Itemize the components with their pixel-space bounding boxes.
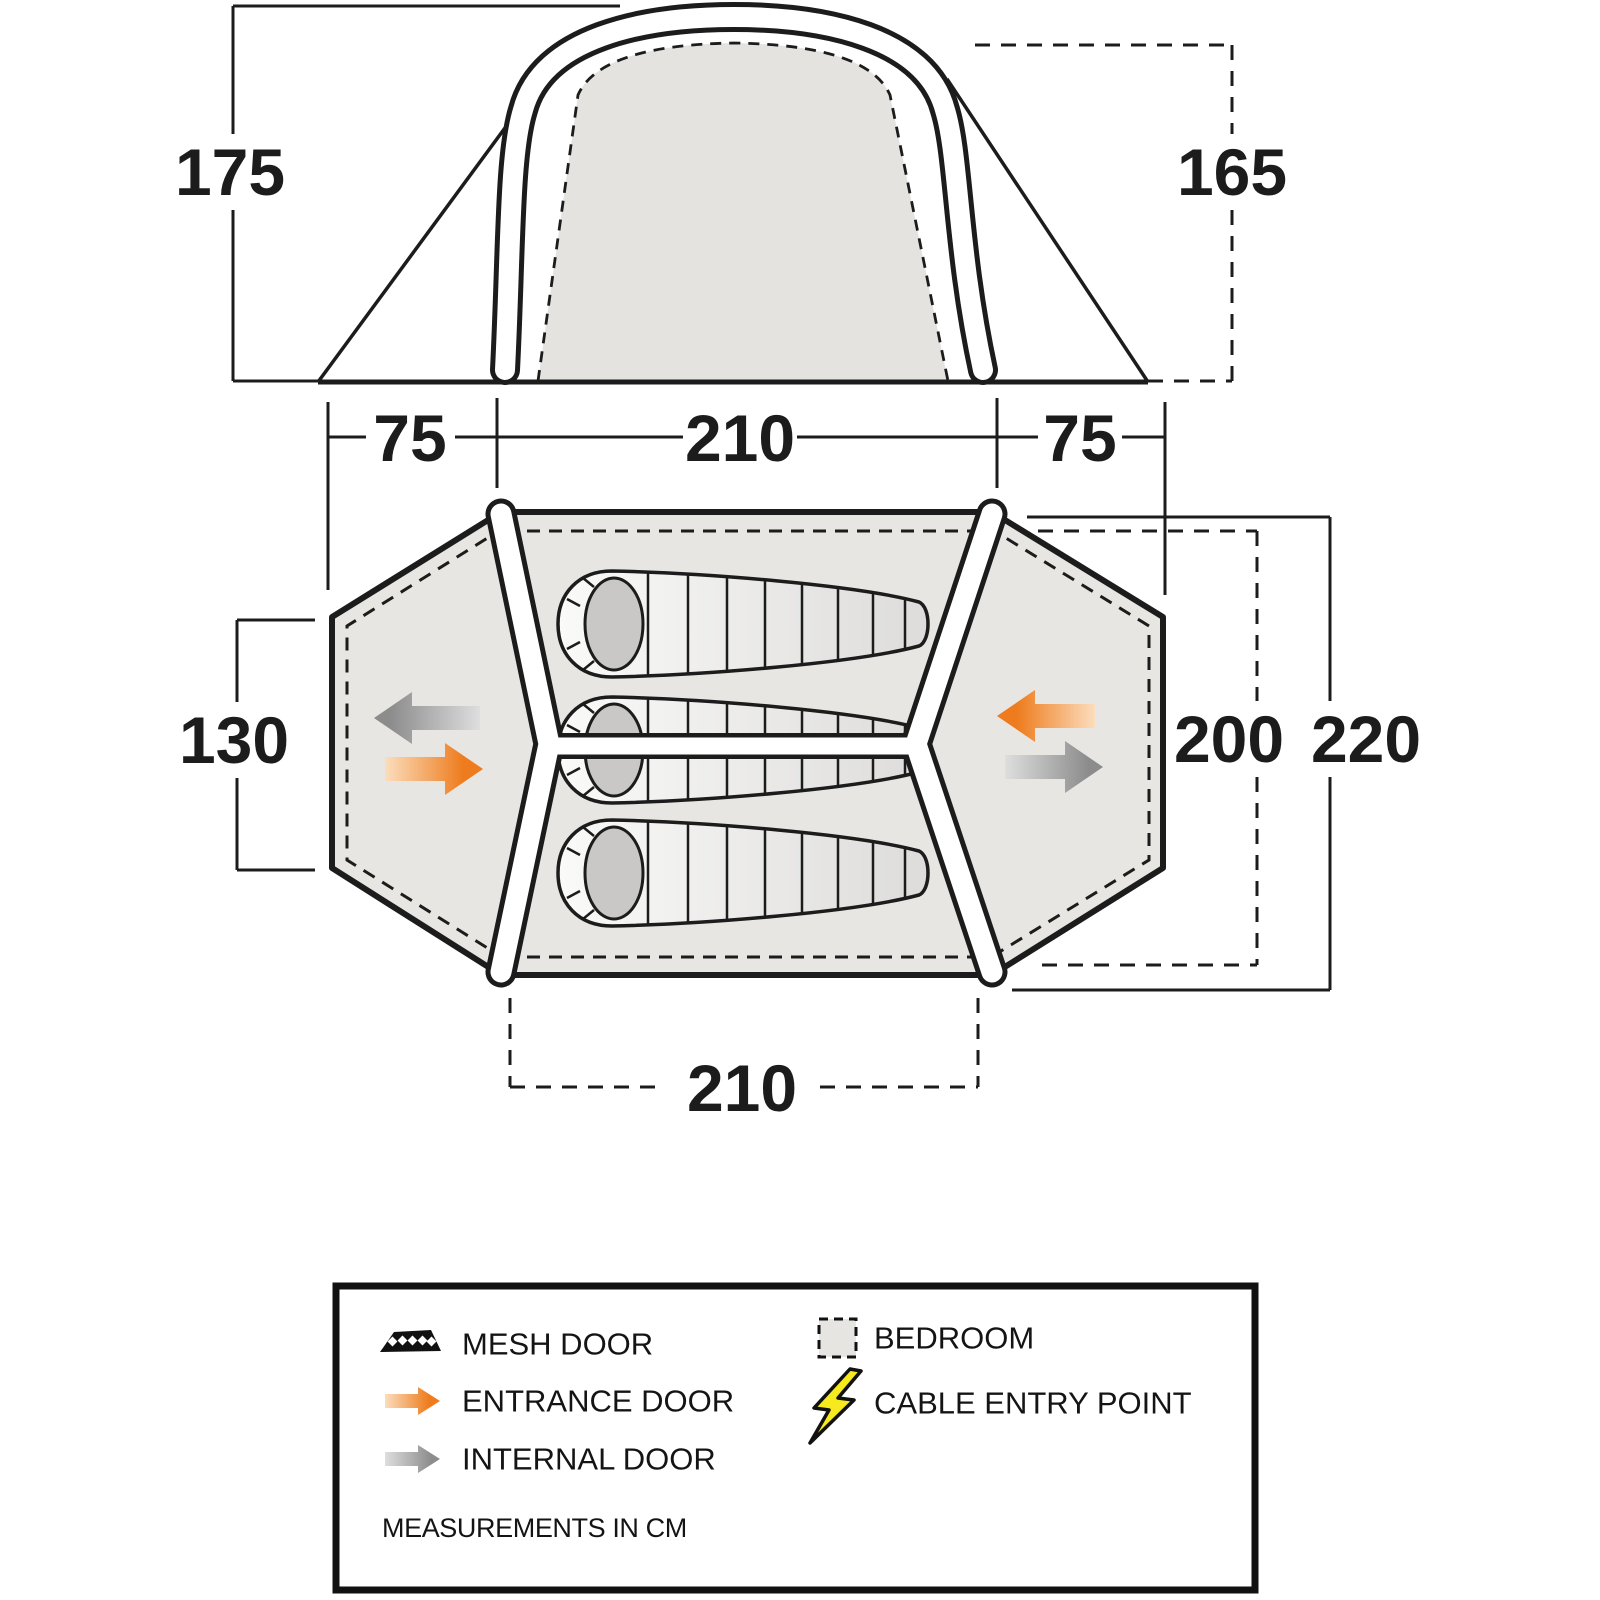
legend-label-cable-entry: CABLE ENTRY POINT	[874, 1386, 1192, 1421]
legend-label-entrance-door: ENTRANCE DOOR	[462, 1384, 734, 1419]
floorplan-view: 130 200 220 210	[179, 498, 1421, 1125]
dim-220-bracket	[1012, 515, 1332, 992]
legend-box	[332, 1282, 1259, 1594]
left-porch-area	[332, 512, 549, 975]
dim-bottom-210: 210	[687, 1051, 797, 1125]
elevation-air-tube	[495, 7, 993, 380]
dim-right-75: 75	[1043, 401, 1116, 475]
left-internal-door-arrow	[374, 692, 480, 744]
elevation-bedroom-area	[538, 43, 948, 381]
entrance-door-icon	[385, 1387, 440, 1415]
right-entrance-door-arrow	[997, 690, 1095, 742]
legend-label-bedroom: BEDROOM	[874, 1321, 1034, 1356]
dim-200: 200	[1174, 702, 1284, 776]
elevation-view: 175 165	[175, 2, 1287, 385]
right-porch-outline	[990, 509, 1166, 978]
dim-175-bracket	[231, 4, 620, 383]
internal-door-icon	[385, 1445, 440, 1473]
legend-label-mesh-door: MESH DOOR	[462, 1327, 653, 1362]
elevation-bedroom-dashed-outline	[536, 41, 950, 382]
left-porch-dashed	[345, 525, 506, 961]
top-dimension-line: 75 210 75	[326, 398, 1167, 595]
right-guy-line	[945, 78, 1150, 383]
dim-220: 220	[1311, 702, 1421, 776]
right-porch-dashed	[987, 525, 1151, 961]
beam-tubes	[490, 503, 1003, 983]
left-porch-outline	[329, 509, 503, 978]
right-internal-door-arrow	[1005, 741, 1103, 793]
dim-bottom-210-bracket	[508, 998, 980, 1089]
legend: MESH DOOR ENTRANCE DOOR INTERNAL DOOR BE…	[332, 1282, 1259, 1594]
dim-130-bracket	[235, 618, 315, 872]
cable-entry-icon	[808, 1367, 863, 1445]
legend-note: MEASUREMENTS IN CM	[382, 1513, 687, 1543]
dim-175: 175	[175, 135, 285, 209]
dim-200-bracket	[1038, 529, 1259, 967]
legend-label-internal-door: INTERNAL DOOR	[462, 1442, 716, 1477]
dim-top-210: 210	[685, 401, 795, 475]
dim-130: 130	[179, 703, 289, 777]
mesh-door-icon	[380, 1330, 441, 1352]
dim-165-bracket	[975, 43, 1234, 383]
dim-165: 165	[1177, 135, 1287, 209]
bedroom-icon	[817, 1317, 858, 1359]
dim-left-75: 75	[373, 401, 446, 475]
left-entrance-door-arrow	[385, 743, 483, 795]
